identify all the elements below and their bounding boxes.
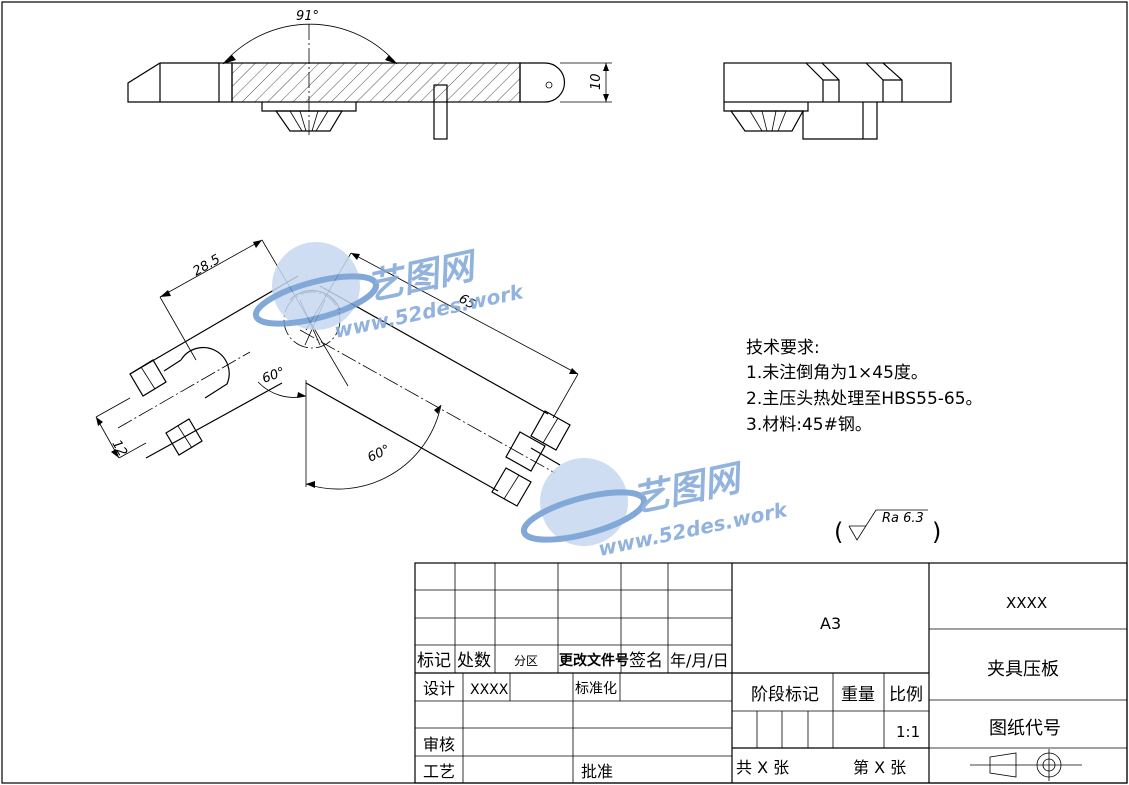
dim-thickness: 10 — [589, 73, 604, 90]
company-name: XXXX — [1006, 594, 1047, 612]
review-label: 审核 — [423, 735, 455, 754]
design-label: 设计 — [423, 679, 455, 698]
design-value: XXXX — [470, 682, 509, 698]
tech-item: 3.材料:45#钢。 — [746, 415, 872, 435]
sheet-size: A3 — [820, 614, 841, 633]
roughness-symbol: ( Ra 6.3 ) — [834, 509, 941, 546]
process-label: 工艺 — [423, 762, 455, 781]
roughness-value: Ra 6.3 — [882, 511, 924, 526]
weight-label: 重量 — [841, 685, 875, 705]
rev-header-count: 处数 — [457, 651, 491, 671]
dim-angle-top: 91° — [296, 9, 319, 24]
globe-icon — [272, 242, 360, 330]
tech-requirements: 技术要求: 1.未注倒角为1×45度。 2.主压头热处理至HBS55-65。 3… — [746, 338, 983, 435]
globe-icon — [540, 458, 628, 546]
scale-label: 比例 — [889, 685, 923, 705]
watermark-2: 艺图网 www.52des.work — [520, 457, 791, 561]
approve-label: 批准 — [581, 762, 613, 781]
rev-header-doc: 更改文件号 — [559, 652, 629, 669]
total-sheets: 共 X 张 — [736, 758, 789, 777]
roughness-open: ( — [834, 518, 843, 546]
roughness-close: ) — [932, 518, 941, 546]
part-name: 夹具压板 — [987, 659, 1059, 680]
title-block — [414, 562, 1128, 784]
tech-title: 技术要求: — [746, 338, 820, 358]
dim-angle-left: 60° — [260, 365, 287, 387]
dim-width: 12 — [109, 438, 130, 460]
side-view — [723, 62, 952, 140]
dim-len-long: 65 — [456, 291, 478, 312]
tech-item: 1.未注倒角为1×45度。 — [746, 363, 928, 383]
rev-header-zone: 分区 — [514, 654, 538, 668]
tech-item: 2.主压头热处理至HBS55-65。 — [746, 389, 983, 409]
rev-header-sign: 签名 — [629, 651, 663, 671]
rev-header-mark: 标记 — [417, 651, 451, 671]
scale-value: 1:1 — [896, 723, 920, 741]
front-section-view — [127, 23, 612, 140]
drawing-no-label: 图纸代号 — [989, 718, 1061, 739]
dim-len-short: 28.5 — [191, 252, 224, 279]
standardize-label: 标准化 — [575, 681, 617, 697]
projection-symbol-icon — [970, 749, 1082, 781]
sheet-no: 第 X 张 — [853, 758, 906, 777]
plan-view — [95, 239, 579, 507]
watermark-1: 艺图网 www.52des.work — [252, 242, 527, 343]
rev-header-date: 年/月/日 — [670, 651, 729, 670]
dim-angle-bottom: 60° — [365, 442, 392, 465]
stage-label: 阶段标记 — [751, 685, 819, 705]
